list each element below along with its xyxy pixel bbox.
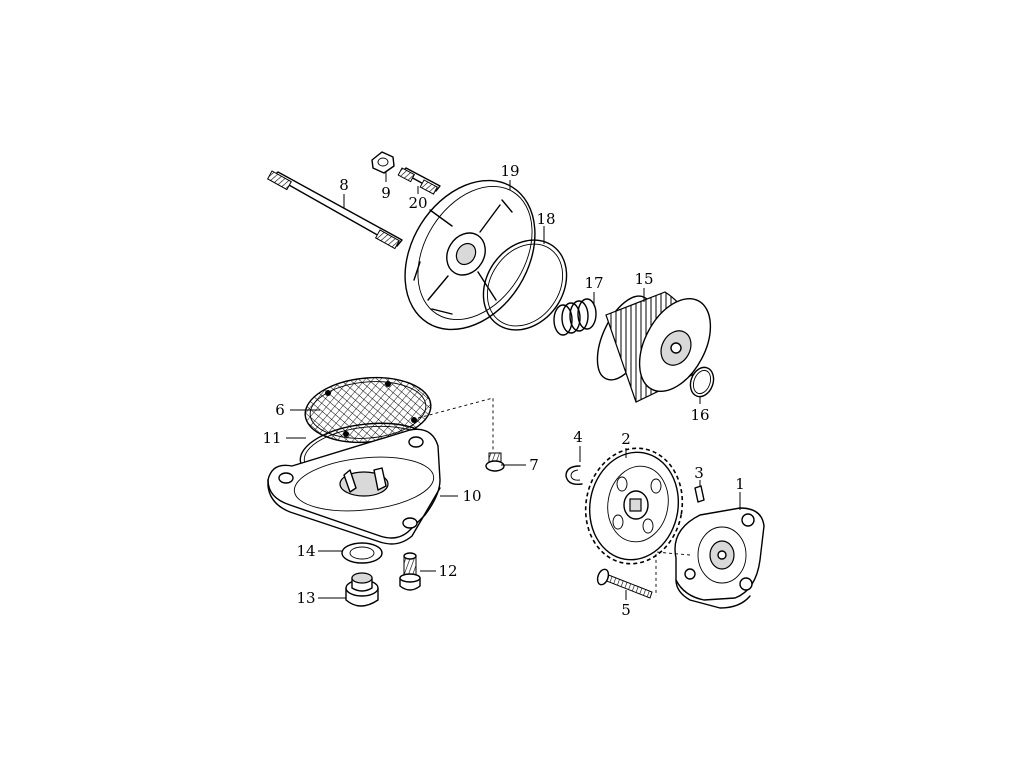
callout-20: 20 (408, 194, 427, 212)
callout-19: 19 (500, 162, 519, 180)
callout-18: 18 (536, 210, 555, 228)
part-16-small-o-ring (689, 366, 715, 398)
callout-14: 14 (296, 542, 315, 560)
part-18-o-ring (482, 239, 568, 331)
part-20-short-stud (397, 167, 441, 195)
part-2-gear (584, 447, 684, 565)
part-8-long-stud (266, 170, 403, 250)
part-1-oil-pump (674, 507, 765, 609)
part-13-drain-plug (345, 572, 379, 607)
part-5-long-bolt (596, 568, 653, 599)
part-10-strainer-cover (267, 428, 441, 545)
callout-labels: 8 9 20 19 18 17 15 16 6 11 10 7 4 2 3 1 … (262, 162, 744, 619)
part-3-pin (694, 485, 705, 503)
callout-11: 11 (262, 429, 281, 447)
callout-6: 6 (275, 401, 285, 419)
part-19-filter-cover (404, 179, 536, 331)
callout-9: 9 (381, 184, 391, 202)
callout-10: 10 (462, 487, 481, 505)
part-14-washer (341, 542, 383, 564)
callout-17: 17 (584, 274, 603, 292)
callout-12: 12 (438, 562, 457, 580)
part-17-spring (553, 298, 597, 336)
callout-8: 8 (339, 176, 349, 194)
callout-5: 5 (621, 601, 631, 619)
part-9-nut (371, 151, 395, 174)
callout-13: 13 (296, 589, 315, 607)
part-15-filter-element (596, 291, 712, 403)
callout-4: 4 (573, 428, 583, 446)
callout-3: 3 (694, 464, 704, 482)
assembly-guide-line-7 (417, 397, 494, 450)
part-12-bolt (399, 552, 421, 591)
callout-16: 16 (690, 406, 709, 424)
part-7-small-bolt (485, 452, 505, 472)
callout-7: 7 (529, 456, 539, 474)
callout-2: 2 (621, 430, 631, 448)
part-4-circlip (565, 465, 583, 486)
leader-lines (286, 172, 741, 600)
callout-1: 1 (735, 475, 745, 493)
part-6-strainer-screen (304, 376, 432, 444)
callout-15: 15 (634, 270, 653, 288)
